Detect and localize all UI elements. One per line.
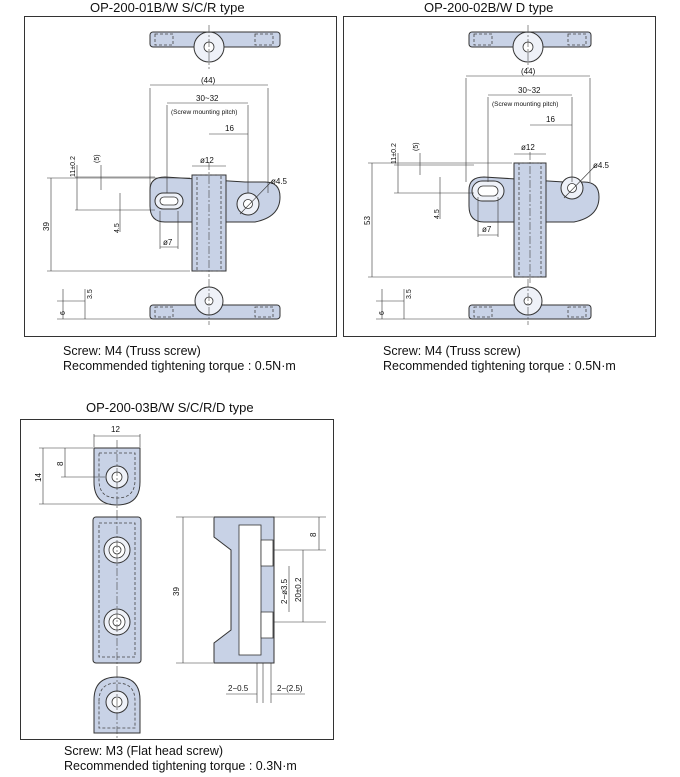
p2-bottom-view: [376, 279, 592, 325]
p1-front-view: [47, 84, 281, 277]
panel3-diagram: 12 14 8 39 8 2−ø3.5 20±0.2 2−0.5 2−(2.5): [34, 425, 326, 738]
panel1-diagram: (44) 30~32 (Screw mounting pitch) 16 ø12…: [42, 25, 288, 325]
p2-screw: Screw: M4 (Truss screw): [383, 344, 521, 358]
p2-dim-d45: 4.5: [434, 209, 441, 219]
p2-dim-d5: (5): [413, 142, 420, 151]
p3-bottom-view: [93, 670, 141, 738]
p2-front-view: [368, 75, 600, 283]
p1-bottom-view: [57, 279, 281, 325]
p1-dim-height: 39: [42, 222, 51, 231]
p2-dim-d6: 6: [379, 311, 386, 315]
p3-screw: Screw: M3 (Flat head screw): [64, 744, 224, 758]
p1-dim-boss: ø12: [200, 156, 214, 165]
p3-dim-r8: 8: [309, 532, 318, 537]
p2-dim-half: 16: [546, 115, 555, 124]
p3-dim-h8: 8: [56, 461, 65, 466]
p2-top-view: [468, 25, 592, 69]
p3-dim-pitch20: 20±0.2: [294, 577, 303, 602]
p2-dim-hole-small: ø4.5: [593, 161, 610, 170]
panel1-title: OP-200-01B/W S/C/R type: [90, 0, 245, 15]
p3-dim-h14: 14: [34, 473, 43, 482]
p1-torque: Recommended tightening torque : 0.5N·m: [63, 359, 296, 373]
p1-screw: Screw: M4 (Truss screw): [63, 344, 201, 358]
panel3-drawing: 12 14 8 39 8 2−ø3.5 20±0.2 2−0.5 2−(2.5): [20, 419, 334, 740]
p2-dim-slot: ø7: [482, 225, 492, 234]
panel2-diagram: (44) 30~32 (Screw mounting pitch) 16 ø12…: [363, 25, 610, 325]
p1-dim-pitch: 30~32: [196, 94, 219, 103]
p3-dim-cbore: 2−ø3.5: [280, 578, 289, 604]
panel1-drawing: (44) 30~32 (Screw mounting pitch) 16 ø12…: [24, 16, 337, 337]
p2-dim-overall: (44): [521, 67, 536, 76]
panel2-title: OP-200-02B/W D type: [424, 0, 554, 15]
p1-dim-d45: 4.5: [114, 223, 121, 233]
p3-top-view: [39, 434, 141, 512]
p1-dim-tol11: 11±0.2: [70, 156, 77, 177]
panel3-title: OP-200-03B/W S/C/R/D type: [86, 400, 254, 415]
p2-torque: Recommended tightening torque : 0.5N·m: [383, 359, 616, 373]
p1-dim-d35: 3.5: [87, 289, 94, 299]
p3-dim-d25: 2−(2.5): [277, 684, 303, 693]
p2-dim-pitch: 30~32: [518, 86, 541, 95]
p2-dim-boss: ø12: [521, 143, 535, 152]
panel2-drawing: (44) 30~32 (Screw mounting pitch) 16 ø12…: [343, 16, 656, 337]
p2-dim-pitch-note: (Screw mounting pitch): [492, 101, 558, 108]
p1-dim-hole-small: ø4.5: [271, 177, 288, 186]
p1-dim-slot: ø7: [163, 238, 173, 247]
p2-dim-tol11: 11±0.2: [391, 143, 398, 164]
p2-dim-d35: 3.5: [406, 289, 413, 299]
p1-dim-overall: (44): [201, 76, 216, 85]
p1-dim-d6: 6: [60, 311, 67, 315]
p3-section-view: [176, 516, 326, 703]
p1-dim-half: 16: [225, 124, 234, 133]
p1-dim-pitch-note: (Screw mounting pitch): [171, 109, 237, 116]
p2-screw-note: Screw: M4 (Truss screw) Recommended tigh…: [383, 344, 616, 374]
p3-screw-note: Screw: M3 (Flat head screw) Recommended …: [64, 744, 297, 774]
p2-dim-height: 53: [363, 216, 372, 225]
p1-dim-d5: (5): [94, 154, 101, 163]
p3-front-view: [92, 512, 142, 670]
p1-top-view: [149, 25, 281, 69]
p3-dim-width: 12: [111, 425, 120, 434]
p3-torque: Recommended tightening torque : 0.3N·m: [64, 759, 297, 773]
p1-screw-note: Screw: M4 (Truss screw) Recommended tigh…: [63, 344, 296, 374]
p3-dim-height: 39: [172, 587, 181, 596]
p3-dim-d05: 2−0.5: [228, 684, 249, 693]
